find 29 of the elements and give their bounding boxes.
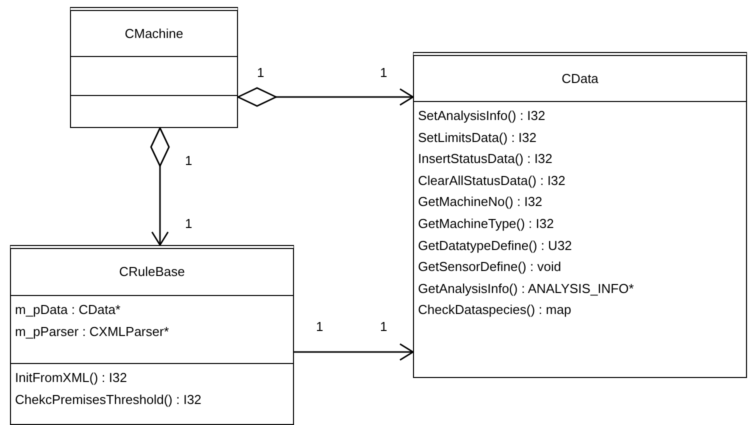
class-member: ClearAllStatusData() : I32 <box>418 172 566 190</box>
class-box <box>10 245 294 425</box>
class-member: InitFromXML() : I32 <box>15 369 127 387</box>
aggregation-arrow <box>150 127 170 246</box>
class-member: m_pParser : CXMLParser* <box>15 322 169 341</box>
aggregation-arrow <box>237 87 414 107</box>
class-member: GetDatatypeDefine() : U32 <box>418 236 572 255</box>
class-member: InsertStatusData() : I32 <box>418 150 552 168</box>
multiplicity-label: 1 <box>257 66 264 80</box>
class-member: GetMachineNo() : I32 <box>418 193 542 212</box>
multiplicity-label: 1 <box>185 154 192 168</box>
association-arrow <box>294 343 414 361</box>
multiplicity-label: 1 <box>380 320 388 334</box>
class-member: GetMachineType() : I32 <box>418 214 554 233</box>
multiplicity-label: 1 <box>316 320 324 334</box>
class-member: GetSensorDefine() : void <box>418 258 562 276</box>
class-box <box>70 7 238 128</box>
class-name: CRuleBase <box>119 263 185 281</box>
class-name: CData <box>562 70 598 88</box>
class-box <box>413 52 747 378</box>
class-member: SetAnalysisInfo() : I32 <box>418 107 546 125</box>
class-member: SetLimitsData() : I32 <box>418 128 536 147</box>
class-member: GetAnalysisInfo() : ANALYSIS_INFO* <box>418 280 634 298</box>
class-member: ChekcPremisesThreshold() : I32 <box>15 390 202 409</box>
class-member: m_pData : CData* <box>15 301 120 319</box>
multiplicity-label: 1 <box>185 217 192 231</box>
multiplicity-label: 1 <box>380 66 388 80</box>
class-name: CMachine <box>124 24 184 42</box>
class-member: CheckDataspecies() : map <box>418 301 572 320</box>
